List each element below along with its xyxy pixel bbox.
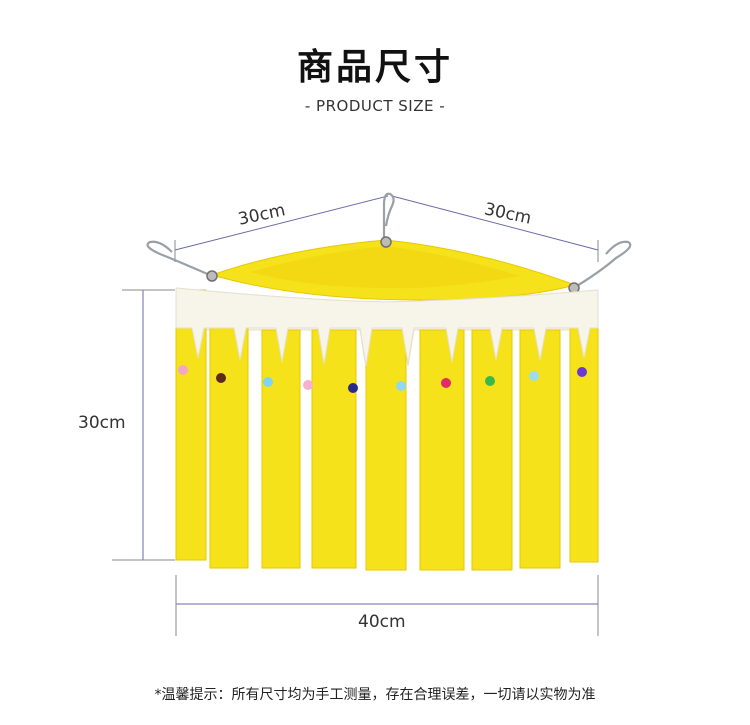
fringe-strip: [209, 319, 249, 569]
dimension-label-width: 40cm: [358, 612, 406, 632]
eyelets: [206, 236, 580, 294]
pompom: [396, 381, 406, 391]
pompom: [577, 367, 587, 377]
hammock-white-trim-front: [175, 287, 599, 367]
footer-note: *温馨提示：所有尺寸均为手工测量，存在合理误差，一切请以实物为准: [154, 687, 596, 703]
eyelet-left: [206, 270, 218, 282]
page-subtitle: - PRODUCT SIZE -: [304, 97, 446, 115]
hammock-top-shade: [250, 246, 520, 289]
page-title: 商品尺寸: [296, 47, 453, 88]
dim-line-top-left: [174, 195, 389, 251]
pompom: [263, 377, 273, 387]
dimension-label-height: 30cm: [78, 413, 126, 433]
hooks: [146, 192, 632, 290]
hook-top: [382, 192, 395, 240]
fringe-strip: [419, 329, 465, 571]
pompom: [216, 373, 226, 383]
fringe-strip: [519, 329, 561, 569]
pompom: [178, 365, 188, 375]
pompom: [485, 376, 495, 386]
hook-left: [146, 240, 213, 278]
fringe-strip: [261, 329, 301, 569]
pompom: [441, 378, 451, 388]
hook-right: [571, 240, 632, 290]
fringe-strip: [471, 329, 513, 571]
pompom: [303, 380, 313, 390]
pompom: [529, 371, 539, 381]
eyelet-top: [380, 236, 392, 248]
pompom: [348, 383, 358, 393]
fringe-strip: [365, 329, 407, 571]
dimension-lines: [112, 195, 599, 636]
pompoms: [178, 365, 587, 393]
fringe-strips: [175, 289, 599, 571]
fringe-strip: [311, 329, 357, 569]
dim-line-top-right: [391, 195, 599, 251]
